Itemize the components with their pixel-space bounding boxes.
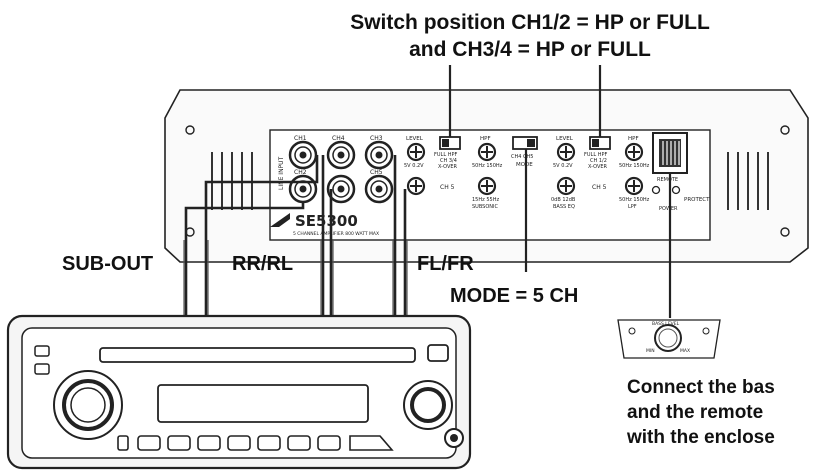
- preset-button[interactable]: [287, 435, 311, 451]
- level-label: LEVEL: [556, 136, 574, 142]
- knob-level-1[interactable]: [406, 142, 426, 162]
- crossover-switch-2[interactable]: [589, 136, 611, 150]
- remote-connector[interactable]: [652, 132, 688, 174]
- bass-eq-label: BASS EQ: [553, 204, 575, 210]
- title-line-2: and CH3/4 = HP or FULL: [409, 38, 651, 61]
- volt-range: 5V 0.2V: [553, 163, 573, 169]
- hpf-label: HPF: [480, 136, 491, 142]
- mode-switch[interactable]: [512, 136, 538, 150]
- channel-label: CH1: [294, 135, 307, 142]
- subsonic-range: 15Hz 55Hz: [472, 197, 499, 203]
- crossover-x: X-OVER: [588, 164, 608, 170]
- small-button[interactable]: [117, 435, 129, 451]
- level-label: LEVEL: [406, 136, 424, 142]
- protect-led: [671, 185, 681, 195]
- model-name: SE5300: [295, 212, 358, 230]
- knob-hpf-1[interactable]: [477, 142, 497, 162]
- rr-rl-label: RR/RL: [232, 253, 294, 275]
- crossover-label: FULL HPF: [434, 152, 457, 158]
- rca-jack[interactable]: [326, 140, 356, 170]
- power-label: POWER: [659, 206, 678, 212]
- ch5-label: CH 5: [592, 184, 607, 191]
- mode-label: MODE: [516, 162, 533, 168]
- preset-button[interactable]: [227, 435, 251, 451]
- note-line-2: and the remote: [627, 402, 764, 423]
- crossover-sub: CH 1/2: [590, 158, 607, 164]
- crossover-switch-1[interactable]: [439, 136, 461, 150]
- note-line-1: Connect the bas: [627, 377, 775, 398]
- db-range: 0dB 12dB: [551, 197, 576, 203]
- release-button[interactable]: [34, 345, 50, 357]
- lpf-range: 50Hz 150Hz: [619, 197, 650, 203]
- rca-jack[interactable]: [364, 174, 394, 204]
- hz-range: 50Hz 150Hz: [472, 163, 503, 169]
- power-led: [651, 185, 661, 195]
- preset-button[interactable]: [257, 435, 281, 451]
- channel-label: CH3: [370, 135, 383, 142]
- crossover-x: X-OVER: [438, 164, 458, 170]
- rca-jack[interactable]: [288, 174, 318, 204]
- channel-label: CH5: [370, 169, 383, 176]
- knob-level-3[interactable]: [556, 142, 576, 162]
- aux-jack[interactable]: [444, 428, 464, 448]
- crossover-label: FULL HPF: [584, 152, 607, 158]
- knob-bass-eq[interactable]: [556, 176, 576, 196]
- preset-button[interactable]: [197, 435, 221, 451]
- remote-knob-max: MAX: [680, 348, 690, 354]
- preset-button[interactable]: [167, 435, 191, 451]
- tune-knob[interactable]: [403, 380, 453, 430]
- ch5-label: CH 5: [440, 184, 455, 191]
- preset-button[interactable]: [317, 435, 341, 451]
- rca-jacks: [288, 140, 394, 204]
- knob-subsonic[interactable]: [477, 176, 497, 196]
- preset-buttons: [117, 435, 394, 451]
- protect-label: PROTECT: [684, 197, 710, 203]
- cd-slot: [99, 347, 416, 363]
- volt-range: 5V 0.2V: [404, 163, 424, 169]
- brand-logo: SE5300 5 CHANNEL AMPLIFIER 800 WATT MAX: [270, 212, 379, 237]
- hz-range: 50Hz 150Hz: [619, 163, 650, 169]
- preset-button[interactable]: [137, 435, 161, 451]
- pointer-lines: [448, 65, 672, 318]
- channel-label: CH4: [332, 135, 345, 142]
- preset-button[interactable]: [349, 435, 394, 451]
- eject-button[interactable]: [427, 344, 449, 362]
- volume-knob[interactable]: [53, 370, 123, 440]
- subsonic-label: SUBSONIC: [472, 204, 499, 210]
- knob-level-2[interactable]: [406, 176, 426, 196]
- rca-jack[interactable]: [364, 140, 394, 170]
- amplifier: LINE INPUT CH1 CH4 CH3 CH2 CH5: [164, 89, 809, 263]
- knob-hpf-2[interactable]: [624, 142, 644, 162]
- rca-wires: [184, 155, 407, 320]
- rca-jack[interactable]: [326, 174, 356, 204]
- mode-callout: MODE = 5 CH: [450, 285, 579, 307]
- sub-out-label: SUB-OUT: [62, 253, 154, 275]
- knob-lpf[interactable]: [624, 176, 644, 196]
- note-line-3: with the enclose: [627, 427, 775, 448]
- remote-bass-knob[interactable]: BASS LEVEL MIN MAX: [617, 319, 721, 359]
- small-button[interactable]: [34, 363, 50, 375]
- channel-label: CH2: [294, 169, 307, 176]
- lpf-label: LPF: [628, 204, 637, 210]
- rca-wires-thin: [183, 240, 408, 320]
- remote-knob-label: BASS LEVEL: [652, 321, 680, 327]
- head-unit: [6, 314, 472, 470]
- line-input-label: LINE INPUT: [278, 156, 285, 190]
- display-panel: [157, 384, 369, 423]
- heatsink-right: [727, 152, 769, 210]
- hpf-label: HPF: [628, 136, 639, 142]
- title-line-1: Switch position CH1/2 = HP or FULL: [350, 11, 710, 34]
- fl-fr-label: FL/FR: [417, 253, 474, 275]
- remote-knob-min: MIN: [646, 348, 655, 354]
- crossover-sub: CH 3/4: [440, 158, 457, 164]
- model-subtitle: 5 CHANNEL AMPLIFIER 800 WATT MAX: [293, 231, 379, 237]
- remote-label: REMOTE: [657, 177, 678, 183]
- mode-options: CH4 CH5: [511, 154, 533, 160]
